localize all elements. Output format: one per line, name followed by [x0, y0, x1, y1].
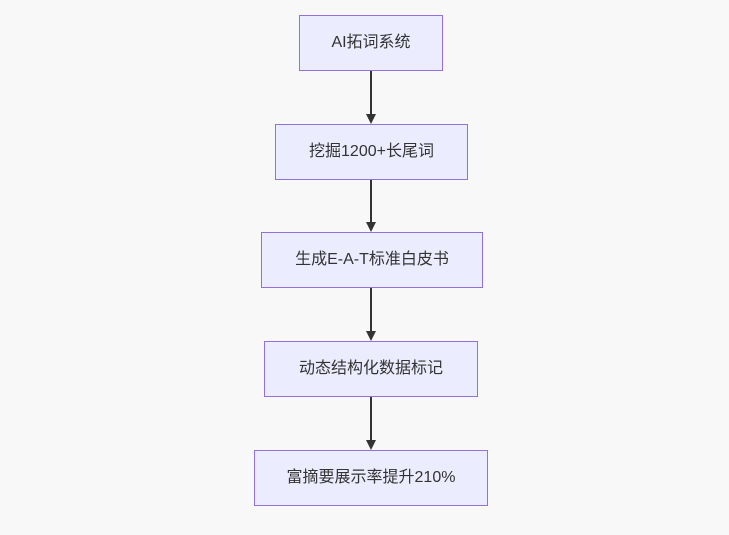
flow-node-label: 生成E-A-T标准白皮书	[295, 251, 449, 268]
arrow-line	[370, 288, 372, 332]
flow-node-ai-word-expansion: AI拓词系统	[299, 15, 443, 71]
flow-node-label: AI拓词系统	[331, 34, 411, 51]
flow-node-label: 富摘要展示率提升210%	[286, 469, 456, 486]
flow-node-label: 挖掘1200+长尾词	[309, 143, 434, 160]
flow-arrow-4	[365, 397, 377, 450]
arrowhead-down-icon	[366, 222, 376, 232]
flow-node-eat-whitepaper: 生成E-A-T标准白皮书	[261, 232, 483, 288]
flow-arrow-3	[365, 288, 377, 341]
flow-arrow-2	[365, 180, 377, 232]
arrow-line	[370, 180, 372, 223]
flow-node-label: 动态结构化数据标记	[298, 360, 443, 377]
arrowhead-down-icon	[366, 440, 376, 450]
flow-node-rich-snippet-result: 富摘要展示率提升210%	[254, 450, 488, 506]
flow-arrow-1	[365, 71, 377, 124]
flow-node-longtail-mining: 挖掘1200+长尾词	[275, 124, 468, 180]
arrow-line	[370, 397, 372, 441]
arrow-line	[370, 71, 372, 115]
flow-node-structured-data-markup: 动态结构化数据标记	[264, 341, 478, 397]
arrowhead-down-icon	[366, 331, 376, 341]
arrowhead-down-icon	[366, 114, 376, 124]
